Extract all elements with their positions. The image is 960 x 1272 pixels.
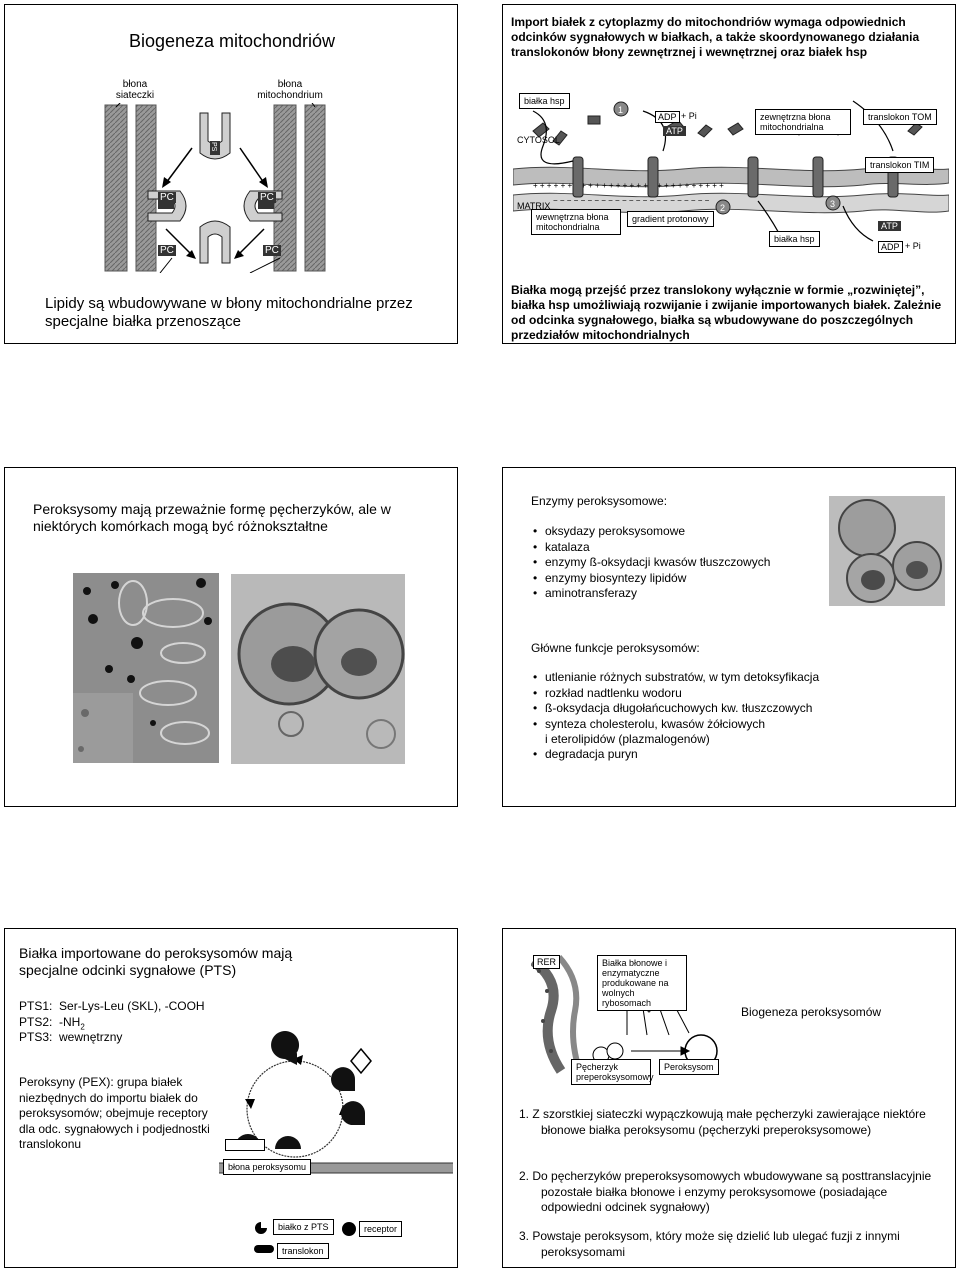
atp-badge-top: ATP — [663, 126, 686, 136]
micrograph-peroxisomes — [231, 574, 405, 764]
rer-label: RER — [533, 955, 561, 969]
cytosol-label: CYTOSOL — [517, 135, 560, 145]
vesicle-label: Pęcherzyk preperoksysomowy — [571, 1059, 654, 1085]
import-cycle-diagram — [235, 1031, 372, 1158]
pi-label-top: + Pi — [681, 111, 697, 121]
membrane-label: błona peroksysomu — [223, 1159, 312, 1175]
functions-list: utlenianie różnych substratów, w tym det… — [533, 670, 943, 732]
micrograph-liver-cell — [73, 573, 219, 763]
list-item: katalaza — [533, 540, 833, 556]
list-item: enzymy biosyntezy lipidów — [533, 571, 833, 587]
matrix-label: MATRIX — [517, 201, 551, 211]
slide-peroxisome-enzymes: Enzymy peroksysomowe: oksydazy peroksyso… — [502, 467, 956, 807]
pc-tag-3: PC — [158, 245, 176, 256]
peroxisome-label: Peroksysom — [659, 1059, 719, 1075]
pc-tag-1: PC — [158, 192, 176, 203]
er-membrane-label: błona siateczki — [115, 79, 155, 101]
outer-membrane-label: zewnętrzna błona mitochondrialna — [755, 109, 851, 135]
ps-tag: PS — [210, 142, 217, 152]
list-item: aminotransferazy — [533, 586, 833, 602]
num-2: 2 — [720, 203, 726, 213]
num-3: 3 — [830, 199, 836, 209]
pc-tag-2: PC — [258, 192, 276, 203]
enzymes-title: Enzymy peroksysomowe: — [531, 494, 668, 508]
slide-peroxisome-shapes: Peroksysomy mają przeważnie formę pęcher… — [4, 467, 458, 807]
pts3-line: PTS3: wewnętrzny — [19, 1030, 123, 1044]
slide-heading: Białka importowane do peroksysomów mają … — [19, 945, 293, 978]
enzymes-list: oksydazy peroksysomowe katalaza enzymy ß… — [533, 524, 833, 602]
translocon-icon — [254, 1245, 274, 1253]
step-2: 2. Do pęcherzyków preperoksysomowych wbu… — [519, 1169, 932, 1214]
inner-membrane-label: wewnętrzna błona mitochondrialna — [531, 209, 621, 235]
atp-badge-bottom: ATP — [878, 221, 901, 231]
slide-title: Biogeneza peroksysomów — [741, 1005, 882, 1019]
step-3: 3. Powstaje peroksysom, który może się d… — [519, 1229, 900, 1259]
hsp-bottom-label: białka hsp — [769, 231, 820, 247]
adp-badge-top: ADP — [655, 111, 680, 123]
slide-caption: Lipidy są wbudowywane w błony mitochondr… — [45, 295, 413, 330]
list-item: oksydazy peroksysomowe — [533, 524, 833, 540]
tom-label: translokon TOM — [863, 109, 937, 125]
svg-text:+ + + + + + + + + + + + + + +: + + + + + + + + + + + + + + + + + + + + … — [533, 181, 724, 190]
mito-membrane-label: błona mitochondrium — [257, 79, 323, 101]
slide-peroxisome-import: Białka importowane do peroksysomów mają … — [4, 928, 458, 1268]
adp-badge-bottom: ADP — [878, 241, 903, 253]
legend-receptor-label: receptor — [359, 1221, 403, 1237]
functions-list-end: degradacja puryn — [533, 747, 943, 763]
legend-translocon-label: translokon — [277, 1243, 329, 1259]
legend-box-top — [225, 1139, 265, 1151]
pts2-text: PTS2: -NH — [19, 1015, 81, 1029]
list-item: enzymy ß-oksydacji kwasów tłuszczowych — [533, 555, 833, 571]
slide-heading: Peroksysomy mają przeważnie formę pęcher… — [33, 501, 391, 534]
functions-continuation: i eterolipidów (plazmalogenów) — [545, 732, 710, 746]
pts2-line: PTS2: -NH2 — [19, 1015, 85, 1031]
slide-peroxisome-biogenesis: RER Białka błonowe i enzymatyczne produk… — [502, 928, 956, 1268]
num-1: 1 — [618, 105, 624, 115]
step-1: 1. Z szorstkiej siateczki wypączkowują m… — [519, 1107, 926, 1137]
free-ribosome-note: Białka błonowe i enzymatyczne produkowan… — [597, 955, 687, 1011]
slide-heading: Import białek z cytoplazmy do mitochondr… — [511, 15, 920, 59]
receptor-icon — [342, 1222, 356, 1236]
pts2-subscript: 2 — [80, 1022, 85, 1032]
list-item: degradacja puryn — [533, 747, 943, 763]
svg-text:− − − − − − − − − − − − − − −: − − − − − − − − − − − − − − − − − − − − … — [553, 196, 710, 205]
legend: białko z PTS receptor translokon — [249, 1215, 449, 1263]
slide-title: Biogeneza mitochondriów — [128, 31, 336, 51]
pts-protein-icon — [255, 1222, 267, 1234]
hsp-top-label: białka hsp — [519, 93, 570, 109]
tim-label: translokon TIM — [865, 157, 935, 173]
pc-tag-4: PC — [263, 245, 281, 256]
list-item: synteza cholesterolu, kwasów żółciowych — [533, 717, 943, 733]
pex-description: Peroksyny (PEX): grupa białek niezbędnyc… — [19, 1075, 210, 1151]
slide-caption: Białka mogą przejść przez translokony wy… — [511, 283, 942, 342]
lipid-transfer-diagram — [104, 103, 326, 273]
list-item: rozkład nadtlenku wodoru — [533, 686, 943, 702]
gradient-label: gradient protonowy — [627, 211, 714, 227]
pts1-line: PTS1: Ser-Lys-Leu (SKL), -COOH — [19, 999, 205, 1013]
legend-pts-label: białko z PTS — [273, 1219, 334, 1235]
list-item: utlenianie różnych substratów, w tym det… — [533, 670, 943, 686]
import-pathway-diagram: + + + + + + + + + + + + + + + + + + + + … — [513, 100, 949, 242]
micrograph-peroxisome-small — [829, 496, 945, 606]
functions-title: Główne funkcje peroksysomów: — [531, 641, 700, 655]
slide-protein-import: Import białek z cytoplazmy do mitochondr… — [502, 4, 956, 344]
pi-label-bottom: + Pi — [905, 241, 921, 251]
slide-mitochondria-biogenesis: Biogeneza mitochondriów błona siateczki … — [4, 4, 458, 344]
list-item: ß-oksydacja długołańcuchowych kw. tłuszc… — [533, 701, 943, 717]
